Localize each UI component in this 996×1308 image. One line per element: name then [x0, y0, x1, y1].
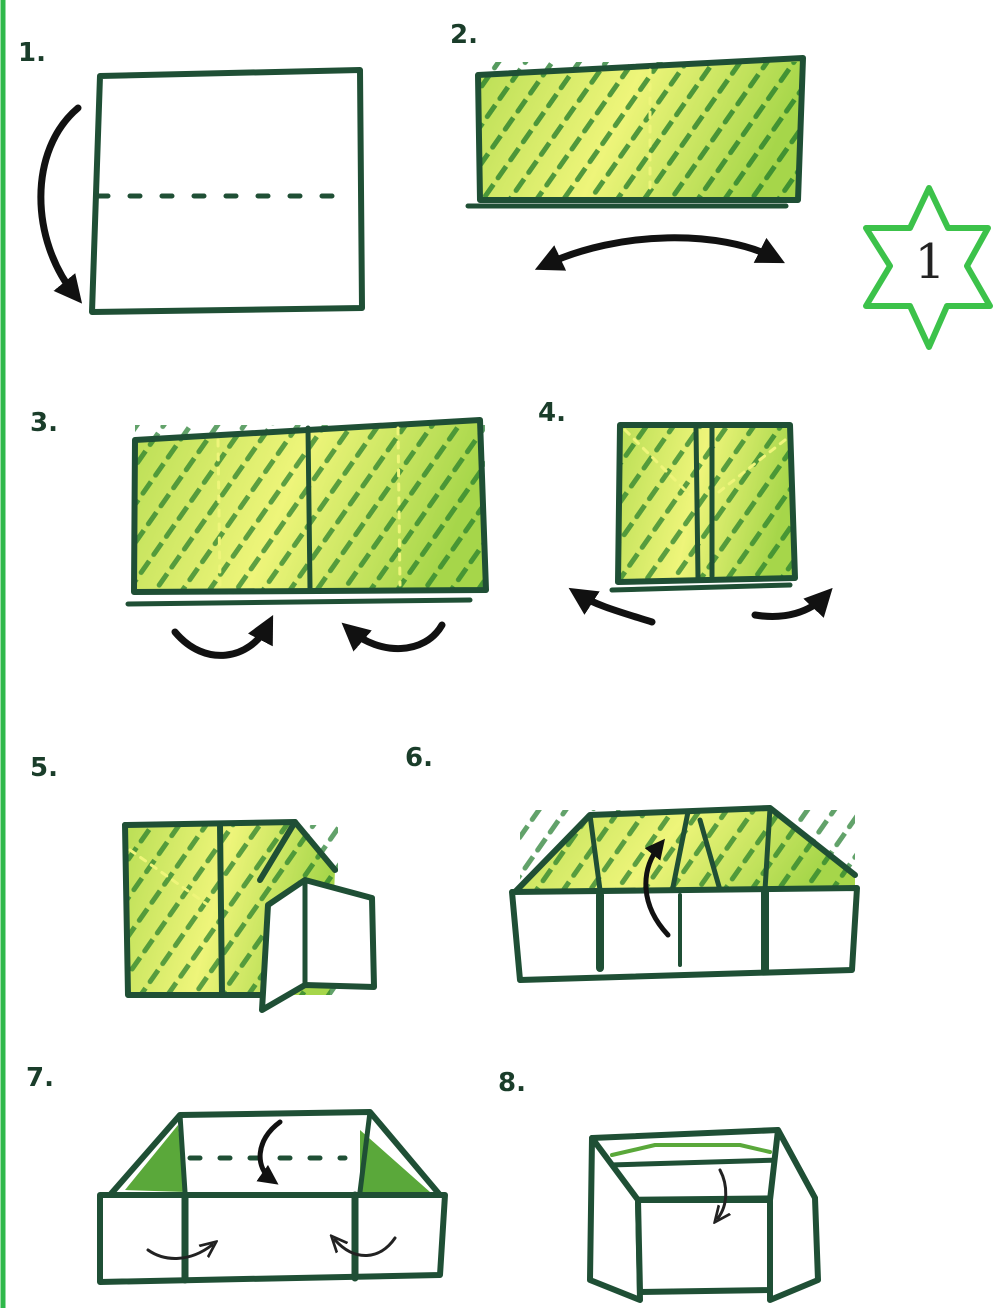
step-8-label: 8.	[498, 1070, 526, 1096]
step-3-label: 3.	[30, 410, 58, 436]
step-7-label: 7.	[26, 1065, 54, 1091]
step-1-label: 1.	[18, 40, 46, 66]
step-4-diagram	[578, 425, 825, 622]
step-8-diagram	[590, 1130, 818, 1300]
step-6-label: 6.	[405, 745, 433, 771]
fold-in-arrow-left	[175, 625, 268, 655]
step-6-diagram	[512, 808, 857, 980]
step-3-diagram	[128, 420, 486, 655]
fold-down-arrow	[41, 108, 78, 295]
paper-rectangle	[92, 70, 362, 312]
step-5-label: 5.	[30, 755, 58, 781]
open-arrow-right	[755, 596, 825, 616]
open-arrow-left	[578, 594, 652, 622]
hatching-fill	[480, 62, 800, 200]
step-5-diagram	[125, 822, 374, 1010]
step-1-diagram	[41, 70, 362, 312]
center-crease	[308, 428, 310, 588]
unfold-arrow	[545, 238, 775, 265]
step-2-diagram	[468, 58, 803, 265]
step-4-label: 4.	[538, 400, 566, 426]
box-base	[512, 888, 857, 980]
step-2-label: 2.	[450, 22, 478, 48]
fold-in-arrow-right	[350, 625, 442, 649]
step-7-diagram	[100, 1112, 445, 1282]
left-corner-green	[125, 1125, 185, 1192]
badge-number: 1	[895, 238, 965, 286]
